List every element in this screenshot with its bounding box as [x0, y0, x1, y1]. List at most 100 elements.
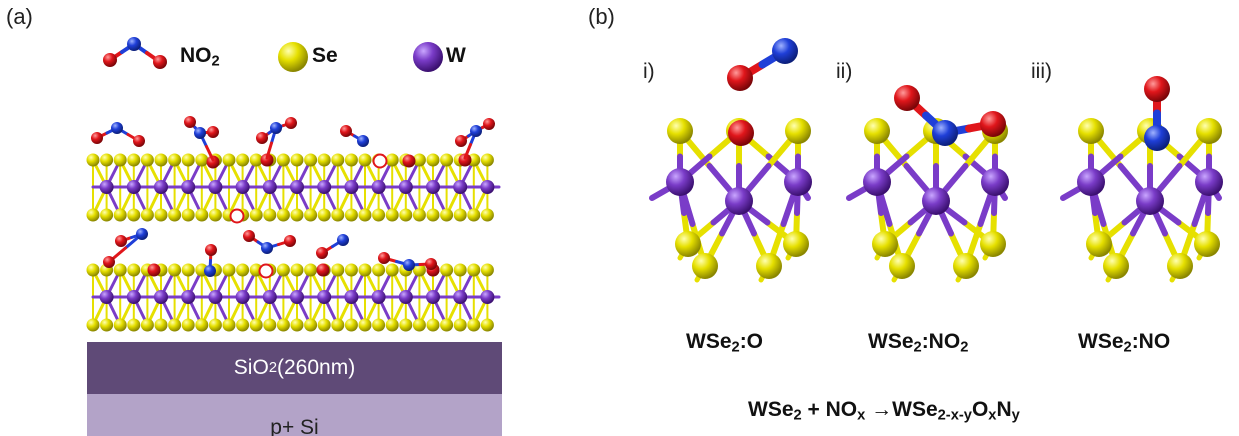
legend-no2-label: NO2 — [180, 44, 220, 70]
selenium-atom — [127, 208, 141, 222]
tungsten-atom — [480, 290, 495, 304]
tungsten-atom — [981, 168, 1009, 196]
selenium-atom — [181, 208, 195, 222]
oxygen-adatom — [206, 155, 220, 169]
selenium-atom — [331, 263, 345, 277]
selenium-atom — [276, 263, 290, 277]
selenium-vacancy — [372, 153, 388, 169]
oxygen-atom — [115, 235, 127, 247]
selenium-atom — [480, 263, 494, 277]
selenium-atom — [304, 208, 318, 222]
selenium-atom — [358, 153, 372, 167]
tungsten-atom — [208, 180, 223, 194]
tungsten-atom — [371, 180, 386, 194]
selenium-atom — [399, 208, 413, 222]
selenium-atom — [249, 318, 263, 332]
selenium-atom — [412, 263, 426, 277]
nitrogen-atom — [772, 38, 798, 64]
selenium-atom — [480, 318, 494, 332]
tungsten-atom — [235, 290, 250, 304]
selenium-atom — [100, 208, 114, 222]
tungsten-atom — [154, 290, 168, 304]
selenium-atom — [399, 318, 413, 332]
selenium-atom — [195, 208, 209, 222]
tungsten-atom — [480, 180, 495, 194]
selenium-atom — [208, 318, 222, 332]
oxygen-atom — [256, 132, 268, 144]
selenium-atom — [317, 318, 331, 332]
selenium-atom — [278, 42, 308, 72]
selenium-atom — [222, 318, 236, 332]
nitrogen-atom — [470, 125, 482, 137]
nitrogen-atom — [127, 37, 141, 51]
tungsten-atom — [181, 180, 196, 194]
oxygen-atom — [340, 125, 352, 137]
selenium-atom — [86, 208, 100, 222]
tungsten-atom-icon — [413, 42, 443, 72]
selenium-atom — [344, 153, 358, 167]
selenium-atom — [127, 318, 141, 332]
selenium-atom — [168, 208, 182, 222]
selenium-atom — [453, 318, 467, 332]
selenium-atom — [154, 318, 168, 332]
tungsten-atom — [126, 180, 141, 194]
tungsten-atom — [426, 290, 440, 304]
selenium-atom — [692, 253, 718, 279]
selenium-atom — [372, 263, 386, 277]
selenium-atom — [480, 153, 494, 167]
selenium-atom — [181, 153, 195, 167]
selenium-atom — [453, 208, 467, 222]
selenium-atom — [385, 208, 399, 222]
selenium-atom — [440, 318, 454, 332]
selenium-atom — [113, 153, 127, 167]
selenium-atom — [1103, 253, 1129, 279]
oxygen-atom — [1144, 76, 1170, 102]
tungsten-atom — [235, 180, 250, 194]
selenium-atom — [889, 253, 915, 279]
silicon-layer: p+ Si — [87, 394, 502, 436]
selenium-atom — [480, 208, 494, 222]
nitrogen-atom — [403, 259, 415, 271]
nitrogen-atom — [261, 242, 273, 254]
tungsten-atom — [262, 290, 277, 304]
selenium-atom — [953, 253, 979, 279]
nitrogen-atom — [1144, 125, 1170, 151]
panel-a-label: (a) — [6, 4, 33, 29]
tungsten-atom — [154, 180, 168, 194]
selenium-atom — [222, 153, 236, 167]
selenium-atom — [331, 153, 345, 167]
selenium-atom — [675, 231, 701, 257]
oxygen-adatom — [260, 153, 274, 167]
panel-ii-label: ii) — [836, 60, 853, 83]
selenium-atom — [385, 263, 399, 277]
selenium-atom — [440, 208, 454, 222]
tungsten-atom — [126, 290, 141, 304]
oxygen-adatom — [458, 153, 472, 167]
oxygen-atom — [205, 244, 217, 256]
selenium-vacancy — [258, 263, 274, 279]
selenium-atom — [1078, 118, 1104, 144]
selenium-atom — [358, 318, 372, 332]
reaction-equation: WSe2 + NOx →WSe2-x-yOxNy — [748, 398, 1020, 424]
selenium-atom — [453, 263, 467, 277]
selenium-atom — [344, 263, 358, 277]
panel-b-label: (b) — [588, 4, 615, 29]
selenium-atom — [195, 153, 209, 167]
panel-i-label: i) — [643, 60, 655, 83]
oxygen-atom — [425, 258, 437, 270]
selenium-atom — [304, 318, 318, 332]
no2-bond — [265, 141, 273, 160]
tungsten-atom — [317, 180, 332, 194]
selenium-atom — [980, 231, 1006, 257]
selenium-atom — [86, 318, 100, 332]
nitrogen-atom — [204, 265, 216, 277]
selenium-vacancy — [229, 208, 245, 224]
oxygen-atom — [133, 135, 145, 147]
panel-iii-label: iii) — [1031, 60, 1052, 83]
oxygen-atom — [483, 118, 495, 130]
selenium-atom — [344, 318, 358, 332]
tungsten-atom — [371, 290, 386, 304]
selenium-atom — [140, 153, 154, 167]
selenium-atom — [412, 208, 426, 222]
